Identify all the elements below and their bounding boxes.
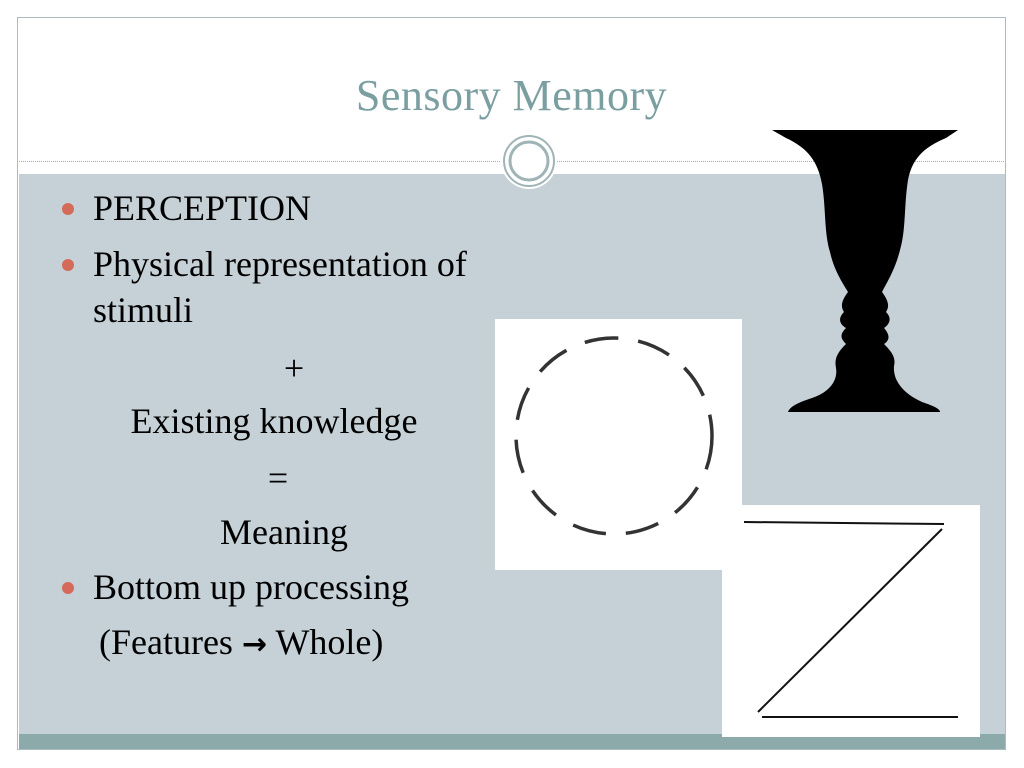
whole-text: Whole) <box>275 622 384 662</box>
slide-title: Sensory Memory <box>355 71 668 120</box>
vase-faces-illusion-image <box>772 130 958 412</box>
equation-plus: + <box>283 348 305 388</box>
bullet-list-2: Bottom up processing <box>62 564 562 620</box>
bullet-text: Physical representation of stimuli <box>93 244 467 330</box>
bullet-text: PERCEPTION <box>93 188 312 228</box>
circle-ornament-icon <box>501 133 557 189</box>
arrow-right-icon: → <box>241 627 268 662</box>
dashed-circle-image <box>495 319 742 570</box>
features-whole-line: (Features → Whole) <box>99 619 383 668</box>
bullet-text: Bottom up processing <box>93 567 409 607</box>
features-text: (Features <box>99 622 233 662</box>
equation-equals: = <box>267 458 289 498</box>
bullet-physical-representation: Physical representation of stimuli <box>62 241 562 333</box>
bullet-dot-icon <box>62 582 74 594</box>
footer-band <box>19 734 1005 749</box>
bullet-bottom-up: Bottom up processing <box>62 564 562 610</box>
z-shape-image <box>722 505 980 737</box>
bullet-perception: PERCEPTION <box>62 185 562 231</box>
bullet-dot-icon <box>62 259 74 271</box>
bullet-list: PERCEPTION Physical representation of st… <box>62 185 562 343</box>
equation-existing-knowledge: Existing knowledge <box>130 401 418 441</box>
bullet-dot-icon <box>62 203 74 215</box>
equation-meaning: Meaning <box>220 512 348 552</box>
